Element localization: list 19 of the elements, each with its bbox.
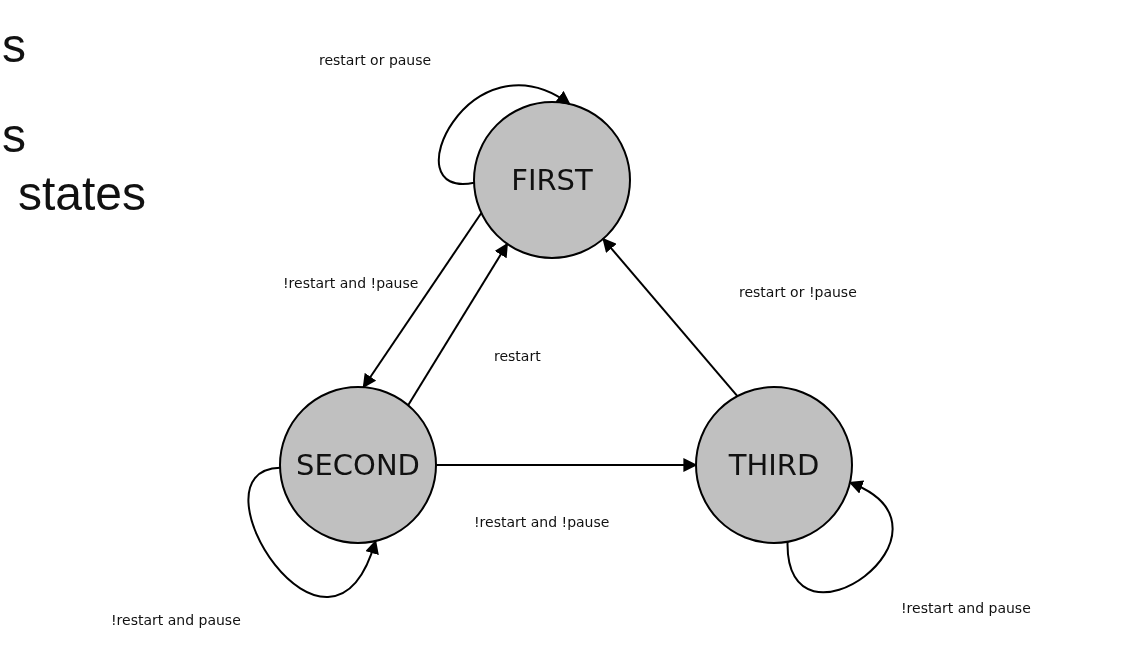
transition-arrow	[247, 466, 378, 598]
state-name: FIRST	[511, 163, 593, 197]
edge-label: restart or pause	[318, 52, 433, 68]
edge-label: restart	[493, 348, 542, 364]
transition-arrow	[602, 237, 739, 398]
edge-label: restart or !pause	[738, 284, 858, 300]
edge-label: !restart and !pause	[282, 275, 420, 291]
heading-fragment: s	[2, 22, 26, 70]
edge-label: !restart and pause	[110, 612, 242, 628]
heading-fragment: states	[18, 170, 147, 218]
edge-label: !restart and !pause	[473, 514, 611, 530]
edge-label: !restart and pause	[900, 600, 1032, 616]
transition-arrow	[786, 481, 894, 593]
heading-fragment: s	[2, 112, 26, 160]
transition-arrow	[438, 84, 571, 185]
state-name: SECOND	[296, 448, 420, 482]
transition-arrow	[407, 242, 509, 407]
state-name: THIRD	[728, 448, 820, 482]
transition-arrow	[435, 458, 698, 472]
